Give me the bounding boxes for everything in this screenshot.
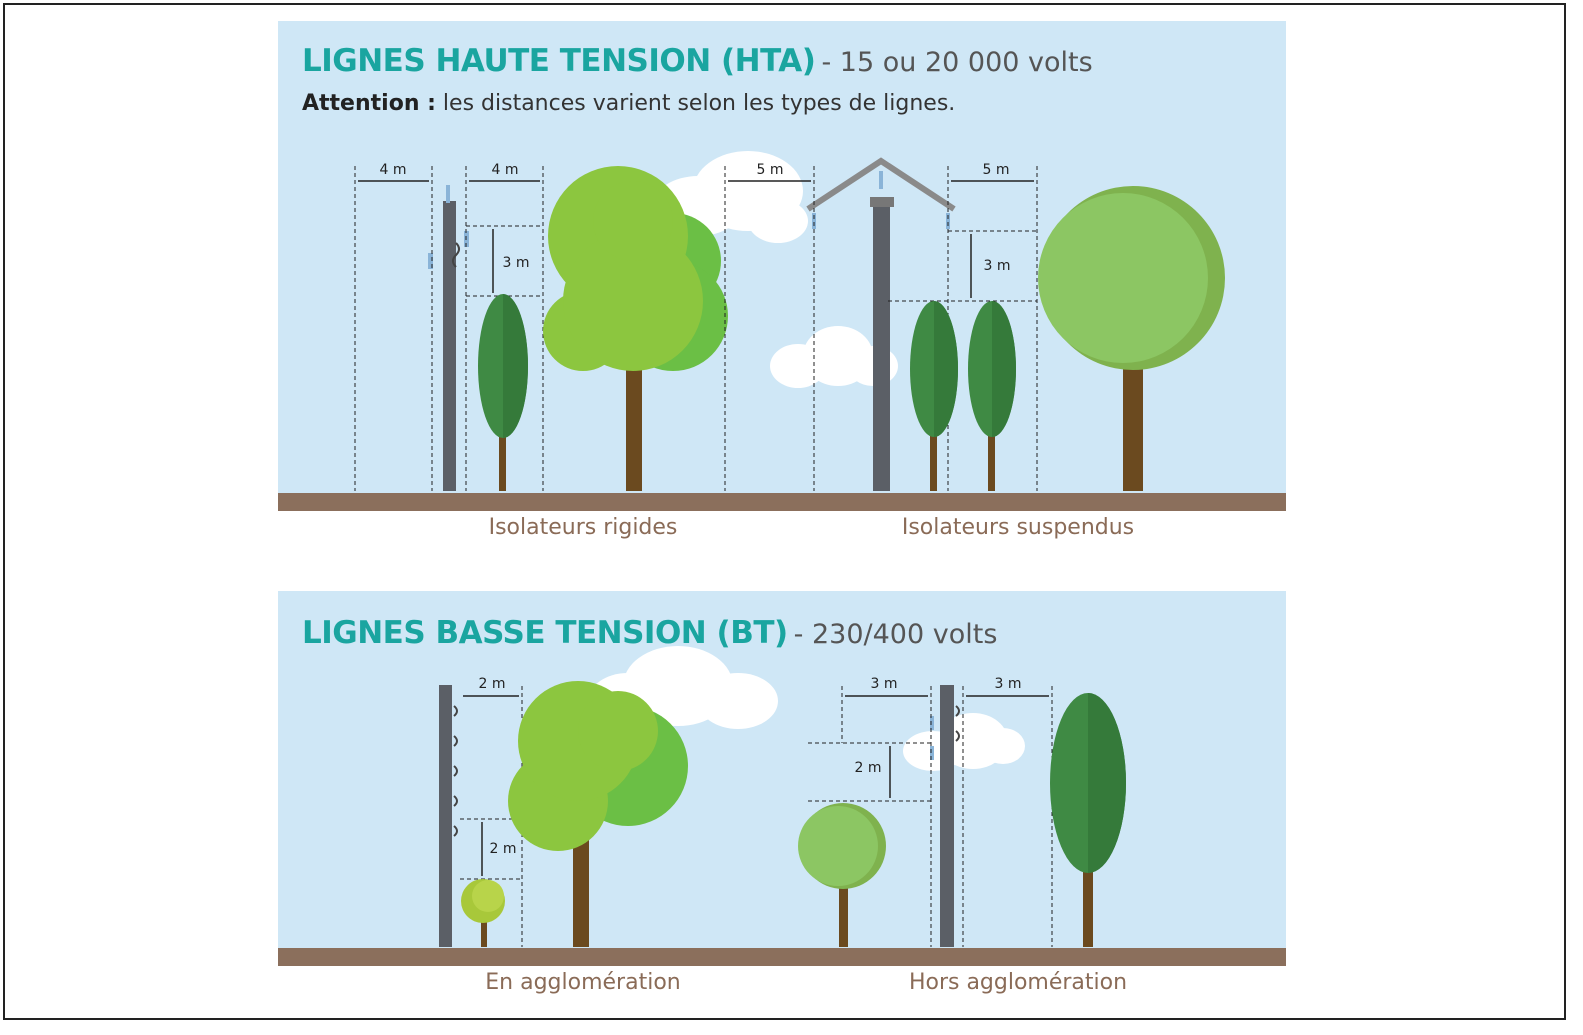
- concrete-pole-suspended: [806, 157, 956, 491]
- concrete-pole-bt-rural: [930, 685, 960, 947]
- dim-label-2m: 2 m: [479, 676, 506, 692]
- ground-strip: [278, 948, 1286, 966]
- dim-label-3m: 3 m: [503, 255, 530, 271]
- tree-broadleaf: [543, 166, 728, 491]
- tree-small-shrub: [461, 879, 505, 947]
- bt-panel: LIGNES BASSE TENSION (BT)- 230/400 volts: [278, 591, 1286, 966]
- dim-label-4m: 4 m: [380, 162, 407, 178]
- tree-poplar: [478, 294, 528, 491]
- bt-title: LIGNES BASSE TENSION (BT)- 230/400 volts: [302, 615, 997, 651]
- concrete-pole-rigid: [428, 185, 469, 491]
- attention-label: Attention :: [302, 91, 436, 116]
- tree-round: [1038, 186, 1225, 491]
- dimension-arrows-suspended: [728, 180, 1034, 298]
- caption-urban: En agglomération: [485, 970, 681, 995]
- dimension-arrows-rigid: [358, 180, 540, 293]
- tree-poplar: [968, 301, 1016, 491]
- dim-label-5m: 5 m: [757, 162, 784, 178]
- hta-title-voltage: - 15 ou 20 000 volts: [821, 47, 1093, 78]
- hta-title-main: LIGNES HAUTE TENSION (HTA): [302, 43, 816, 79]
- tree-round-small: [798, 803, 886, 947]
- dimension-arrows-bt-right: [845, 695, 1049, 798]
- hta-scene: 4 m 4 m 3 m: [354, 151, 1225, 491]
- caption-suspended-insulators: Isolateurs suspendus: [901, 515, 1135, 540]
- concrete-pole-bt: [439, 685, 458, 947]
- bt-title-voltage: - 230/400 volts: [793, 619, 998, 650]
- dimension-lines-bt-right: [808, 686, 1053, 947]
- dim-label-2m: 2 m: [490, 841, 517, 857]
- dim-label-2m: 2 m: [855, 760, 882, 776]
- cloud: [903, 713, 1025, 771]
- hta-title: LIGNES HAUTE TENSION (HTA)- 15 ou 20 000…: [302, 43, 1093, 79]
- bt-scene: 2 m 2 m: [439, 646, 1126, 947]
- dim-label-4m: 4 m: [492, 162, 519, 178]
- hta-panel: LIGNES HAUTE TENSION (HTA)- 15 ou 20 000…: [278, 21, 1286, 511]
- dim-label-3m: 3 m: [995, 676, 1022, 692]
- outer-frame: [3, 3, 1566, 1020]
- tree-broadleaf: [508, 681, 688, 947]
- dim-label-3m: 3 m: [984, 258, 1011, 274]
- bt-title-main: LIGNES BASSE TENSION (BT): [302, 615, 788, 651]
- caption-rigid-insulators: Isolateurs rigides: [488, 515, 678, 540]
- tree-poplar-tall: [1050, 693, 1126, 947]
- dimension-arrows-bt-left: [463, 695, 519, 876]
- attention-text: les distances varient selon les types de…: [435, 91, 956, 116]
- dim-label-3m: 3 m: [871, 676, 898, 692]
- caption-rural: Hors agglomération: [908, 970, 1128, 995]
- dim-label-5m: 5 m: [983, 162, 1010, 178]
- hta-attention-note: Attention : les distances varient selon …: [302, 91, 955, 116]
- ground-strip: [278, 493, 1286, 511]
- tree-poplar: [910, 301, 958, 491]
